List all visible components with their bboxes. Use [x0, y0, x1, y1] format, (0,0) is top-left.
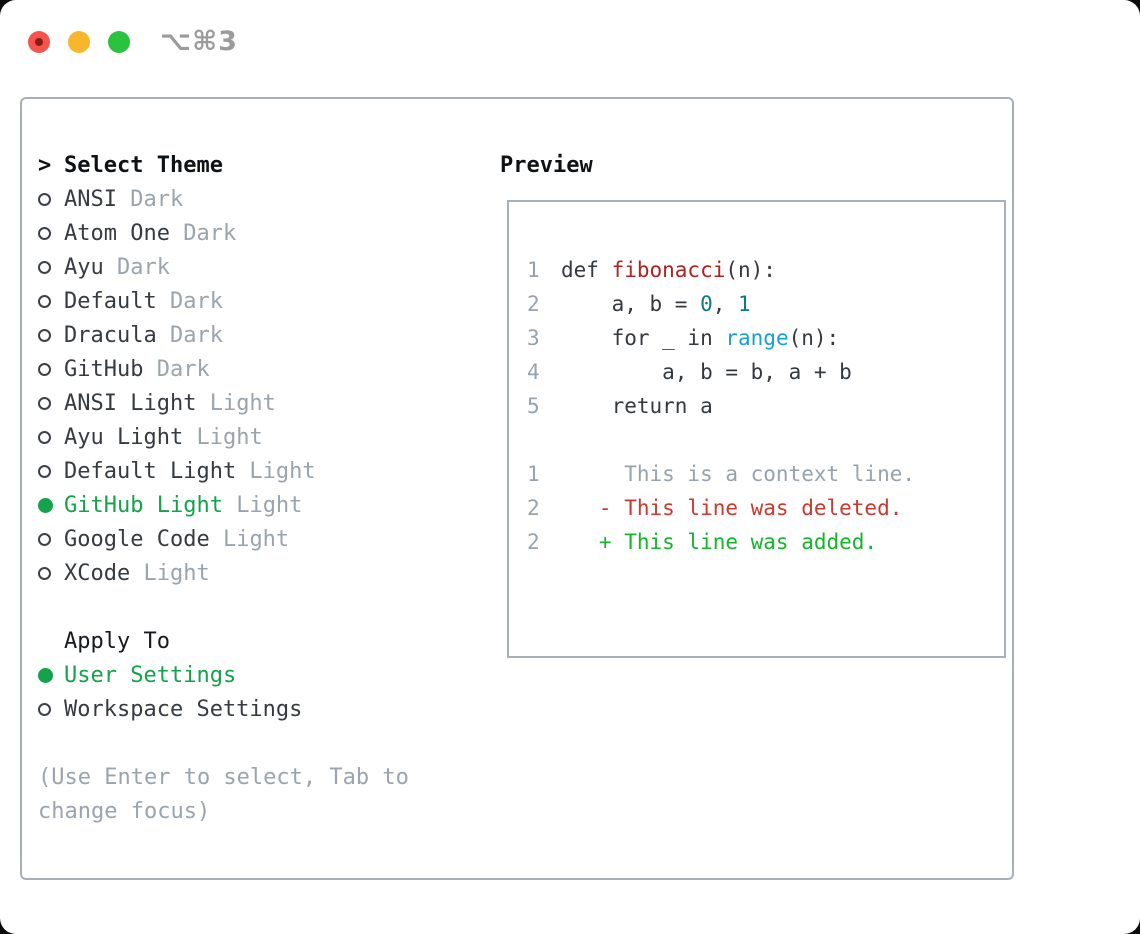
code-line: 5 return a — [527, 389, 1004, 423]
line-number: 2 — [527, 530, 540, 554]
theme-option[interactable]: ANSI Dark — [38, 182, 409, 216]
theme-option[interactable]: Ayu Dark — [38, 250, 409, 284]
theme-variant: Dark — [103, 254, 170, 280]
radio-icon — [38, 226, 51, 240]
theme-name: ANSI Light — [64, 390, 197, 416]
radio-icon — [38, 396, 51, 410]
theme-option[interactable]: ANSI Light Light — [38, 386, 409, 420]
radio-selected-icon — [38, 667, 53, 683]
apply-to-label: Workspace Settings — [64, 696, 303, 722]
radio-icon — [38, 464, 51, 478]
line-number: 2 — [527, 496, 540, 520]
theme-variant: Light — [222, 492, 303, 518]
radio-selected-icon — [38, 497, 53, 513]
theme-variant: Dark — [169, 220, 237, 246]
theme-variant: Light — [130, 560, 210, 586]
close-window-icon[interactable] — [28, 30, 50, 53]
apply-to-title: Apply To — [64, 628, 170, 654]
theme-name: Ayu — [64, 254, 104, 280]
code-line: 4 a, b = b, a + b — [527, 355, 1004, 389]
radio-icon — [38, 192, 51, 206]
theme-option[interactable]: Atom One Dark — [38, 216, 409, 250]
radio-icon — [38, 566, 51, 580]
theme-option[interactable]: Ayu Light Light — [38, 420, 409, 454]
theme-name: Google Code — [64, 526, 210, 552]
diff-line: 1 This is a context line. — [527, 457, 1004, 491]
code-line: 1 def fibonacci(n): — [527, 253, 1004, 287]
theme-option[interactable]: GitHub Light Light — [38, 488, 409, 522]
theme-variant: Light — [236, 458, 316, 484]
theme-option[interactable]: Default Dark — [38, 284, 409, 318]
code-line: 2 a, b = 0, 1 — [527, 287, 1004, 321]
theme-variant: Dark — [143, 356, 210, 382]
theme-name: XCode — [64, 560, 131, 586]
theme-name: Atom One — [64, 220, 170, 246]
hint-line: change focus) — [38, 798, 211, 824]
theme-name: Default Light — [64, 458, 237, 484]
line-content: a, b = b, a + b — [561, 360, 852, 384]
line-content: return a — [561, 394, 713, 418]
theme-variant: Light — [209, 526, 290, 552]
line-content: a, b = 0, 1 — [561, 292, 751, 316]
diff-line: 2 - This line was deleted. — [527, 491, 1004, 525]
hint-text: (Use Enter to select, Tab to change focus… — [38, 760, 409, 828]
preview-title: Preview — [500, 152, 593, 178]
theme-name: Dracula — [64, 322, 157, 348]
theme-variant: Dark — [116, 186, 184, 212]
prompt-icon: > — [38, 152, 52, 178]
titlebar: ⌥⌘3 — [28, 26, 238, 57]
code-line: 3 for _ in range(n): — [527, 321, 1004, 355]
line-content: for _ in range(n): — [561, 326, 840, 350]
line-number: 4 — [527, 360, 540, 384]
theme-list-title: Select Theme — [64, 152, 223, 178]
line-number: 5 — [527, 394, 540, 418]
apply-to-option[interactable]: User Settings — [38, 658, 409, 692]
radio-icon — [38, 260, 51, 274]
window-shortcut-label: ⌥⌘3 — [160, 26, 238, 57]
spacer — [527, 423, 1004, 457]
line-number: 1 — [527, 462, 540, 486]
radio-icon — [38, 362, 51, 376]
radio-icon — [38, 702, 51, 716]
diff-line: 2 + This line was added. — [527, 525, 1004, 559]
theme-option[interactable]: Dracula Dark — [38, 318, 409, 352]
line-content: def fibonacci(n): — [561, 258, 776, 282]
apply-to-option[interactable]: Workspace Settings — [38, 692, 409, 726]
radio-icon — [38, 532, 51, 546]
line-number: 2 — [527, 292, 540, 316]
theme-option[interactable]: XCode Light — [38, 556, 409, 590]
line-content: This is a context line. — [561, 462, 916, 486]
radio-icon — [38, 430, 51, 444]
radio-icon — [38, 294, 51, 308]
line-content: + This line was added. — [561, 530, 878, 554]
hint-line: (Use Enter to select, Tab to — [38, 764, 409, 790]
spacer — [38, 590, 409, 624]
theme-name: Default — [64, 288, 157, 314]
theme-variant: Light — [183, 424, 263, 450]
theme-variant: Light — [196, 390, 276, 416]
apply-to-label: User Settings — [64, 662, 237, 688]
theme-variant: Dark — [156, 288, 223, 314]
theme-name: ANSI — [64, 186, 117, 212]
theme-option[interactable]: GitHub Dark — [38, 352, 409, 386]
spacer — [38, 726, 409, 760]
line-number: 3 — [527, 326, 540, 350]
radio-icon — [38, 328, 51, 342]
line-content: - This line was deleted. — [561, 496, 903, 520]
theme-option[interactable]: Default Light Light — [38, 454, 409, 488]
maximize-window-icon[interactable] — [108, 30, 130, 53]
apply-to-header: Apply To — [38, 624, 409, 658]
line-number: 1 — [527, 258, 540, 282]
theme-option[interactable]: Google Code Light — [38, 522, 409, 556]
theme-name: GitHub Light — [64, 492, 223, 518]
theme-name: GitHub — [64, 356, 144, 382]
minimize-window-icon[interactable] — [68, 30, 90, 53]
theme-variant: Dark — [156, 322, 223, 348]
theme-name: Ayu Light — [64, 424, 184, 450]
theme-list-header: > Select Theme — [38, 148, 409, 182]
